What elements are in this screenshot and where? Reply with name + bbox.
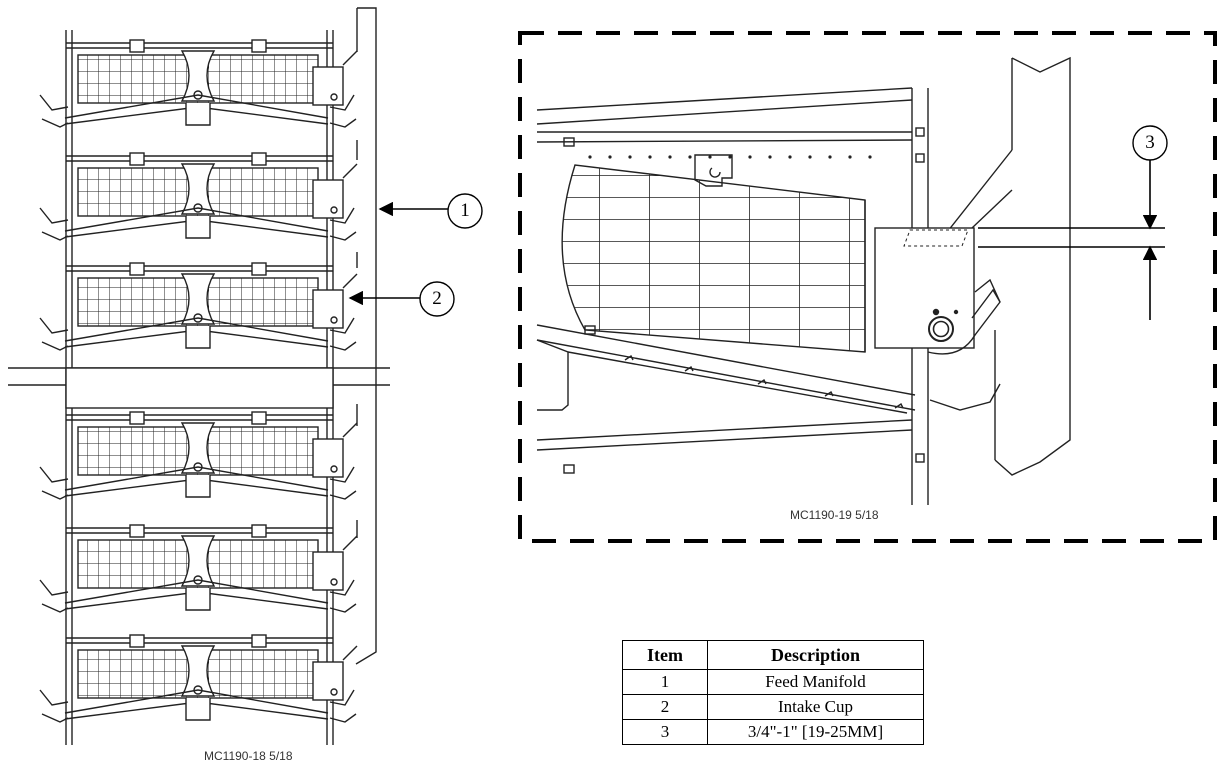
cage-tier	[39, 411, 358, 500]
item-description: Feed Manifold	[707, 669, 924, 695]
detail-frame	[518, 31, 1217, 543]
header-description: Description	[707, 640, 924, 670]
callout-2-leader	[348, 281, 455, 317]
cage-tier	[39, 152, 358, 241]
detail-drawing	[536, 56, 1071, 505]
cage-tier	[39, 634, 358, 723]
cage-tier	[39, 524, 358, 613]
item-number: 3	[622, 719, 708, 745]
figure-code-left: MC1190-18 5/18	[204, 749, 293, 763]
header-item: Item	[622, 640, 708, 670]
cage-tier	[39, 39, 358, 128]
table-row: 1 Feed Manifold	[622, 669, 924, 695]
parts-table: Item Description 1 Feed Manifold 2 Intak…	[622, 640, 924, 745]
cage-tier	[39, 262, 358, 351]
table-row: 3 3/4"-1" [19-25MM]	[622, 719, 924, 745]
callout-2-label: 2	[432, 288, 442, 309]
callout-3-dimension	[978, 125, 1168, 320]
table-header-row: Item Description	[622, 640, 924, 670]
item-description: Intake Cup	[707, 694, 924, 720]
item-description: 3/4"-1" [19-25MM]	[707, 719, 924, 745]
cage-tiers	[39, 39, 358, 723]
item-number: 2	[622, 694, 708, 720]
item-number: 1	[622, 669, 708, 695]
cage-stack-elevation	[8, 30, 390, 745]
callout-3-label: 3	[1145, 132, 1155, 153]
feed-manifold	[355, 7, 377, 665]
table-row: 2 Intake Cup	[622, 694, 924, 720]
callout-1-label: 1	[460, 200, 470, 221]
callout-1-leader	[378, 193, 483, 229]
figure-code-detail: MC1190-19 5/18	[790, 508, 879, 522]
